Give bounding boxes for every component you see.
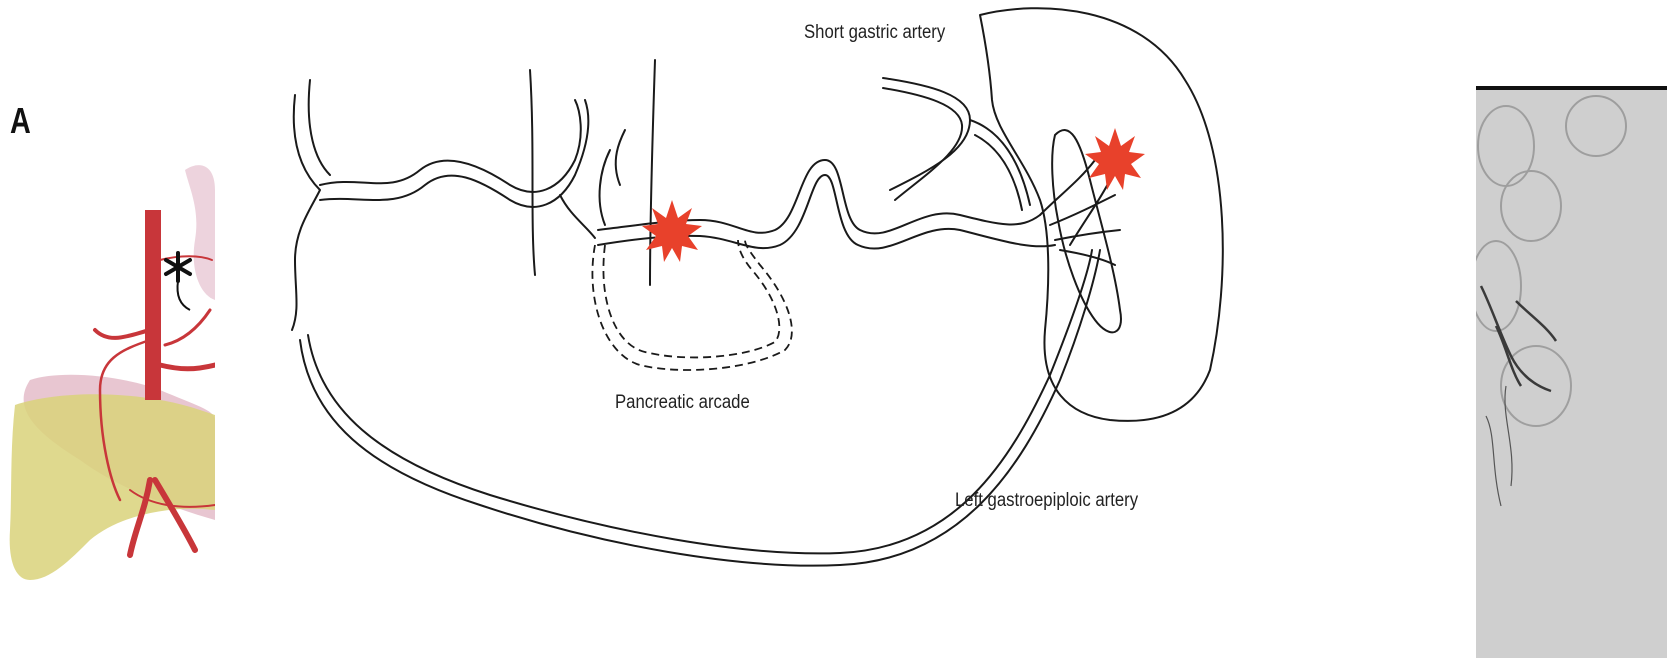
angiography-image [1476,86,1667,658]
bleed-marker-splenic-hilum [1085,128,1145,190]
hilum-branch-3 [1055,230,1120,240]
celiac-branch-left [95,330,150,338]
vessel-left-outer [292,95,320,330]
upper-branch-loop [616,130,625,185]
pancreatic-arcade-outer [592,240,791,370]
label-left-gastroepiploic-artery: Left gastroepiploic artery [955,490,1138,512]
celiac-branch-right [160,365,215,369]
pancreas-shape [10,394,215,580]
vertical-line-1 [530,70,535,275]
upper-arcade-bottom [320,100,588,207]
vessel-diagram [280,0,1280,640]
connector-down [560,195,595,238]
angiography-svg [1476,86,1667,658]
short-gastric-bottom [883,88,962,200]
vessel-diagram-svg [280,0,1280,640]
label-pancreatic-arcade: Pancreatic arcade [615,392,750,414]
hilum-branch-2 [1050,195,1115,225]
pancreatic-arcade-inner [603,240,779,357]
upper-branch-loop-inner [600,150,610,225]
panel-letter: A [10,100,31,142]
short-gastric-to-hilum-2 [975,135,1022,210]
vessel-left-inner [309,80,330,175]
stomach-shape-upper [185,165,215,300]
upper-arcade-top [320,100,581,192]
short-gastric-top [883,78,970,190]
label-short-gastric-artery: Short gastric artery [804,22,945,44]
spleen-outline [980,8,1223,421]
aorta [145,210,161,400]
anatomy-svg [0,160,215,600]
splenic-branch [165,310,210,345]
vertical-line-2 [650,60,655,285]
anatomy-illustration [0,160,215,600]
asterisk-pointer [178,281,191,310]
